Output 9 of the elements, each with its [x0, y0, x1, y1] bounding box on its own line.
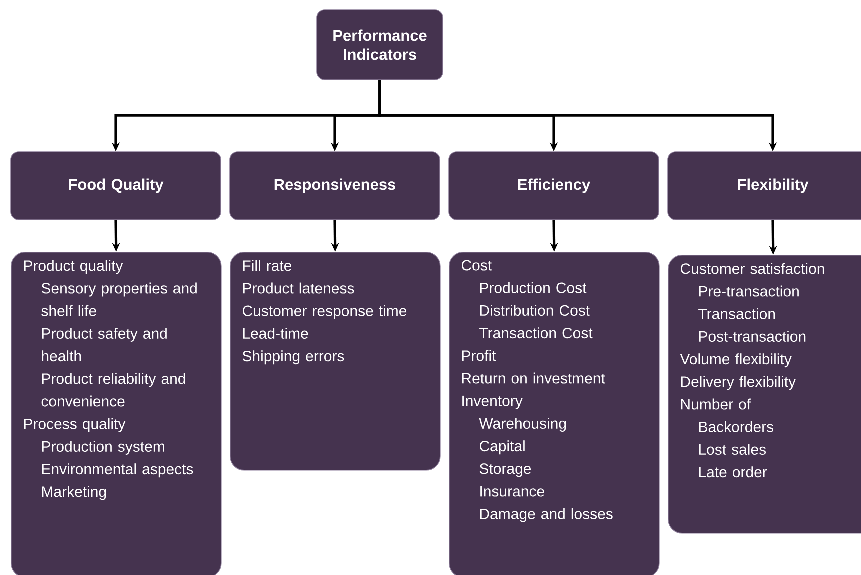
- list-box: Customer satisfaction Pre-transaction Transaction Post-transaction Volume flexibility Delivery flexibility Number of Backorders Lost sales Late order: [668, 255, 861, 534]
- category-box: Performance Indicators: [316, 10, 444, 80]
- category-box: Efficiency: [448, 152, 660, 220]
- list-box: Product quality Sensory properties and shelf life Product safety and health Product reliability and convenience Process quality Production system Environmental aspects Marketing: [11, 252, 222, 575]
- category-box: Food Quality: [10, 152, 222, 220]
- category-box: Responsiveness: [230, 152, 440, 220]
- category-box: Flexibility: [668, 152, 861, 220]
- list-box: Cost Production Cost Distribution Cost Transaction Cost Profit Return on investment Inventory Warehousing Capital Storage Insurance Damage and losses: [449, 252, 660, 575]
- list-box: Fill rate Product lateness Customer response time Lead-time Shipping errors: [230, 252, 441, 471]
